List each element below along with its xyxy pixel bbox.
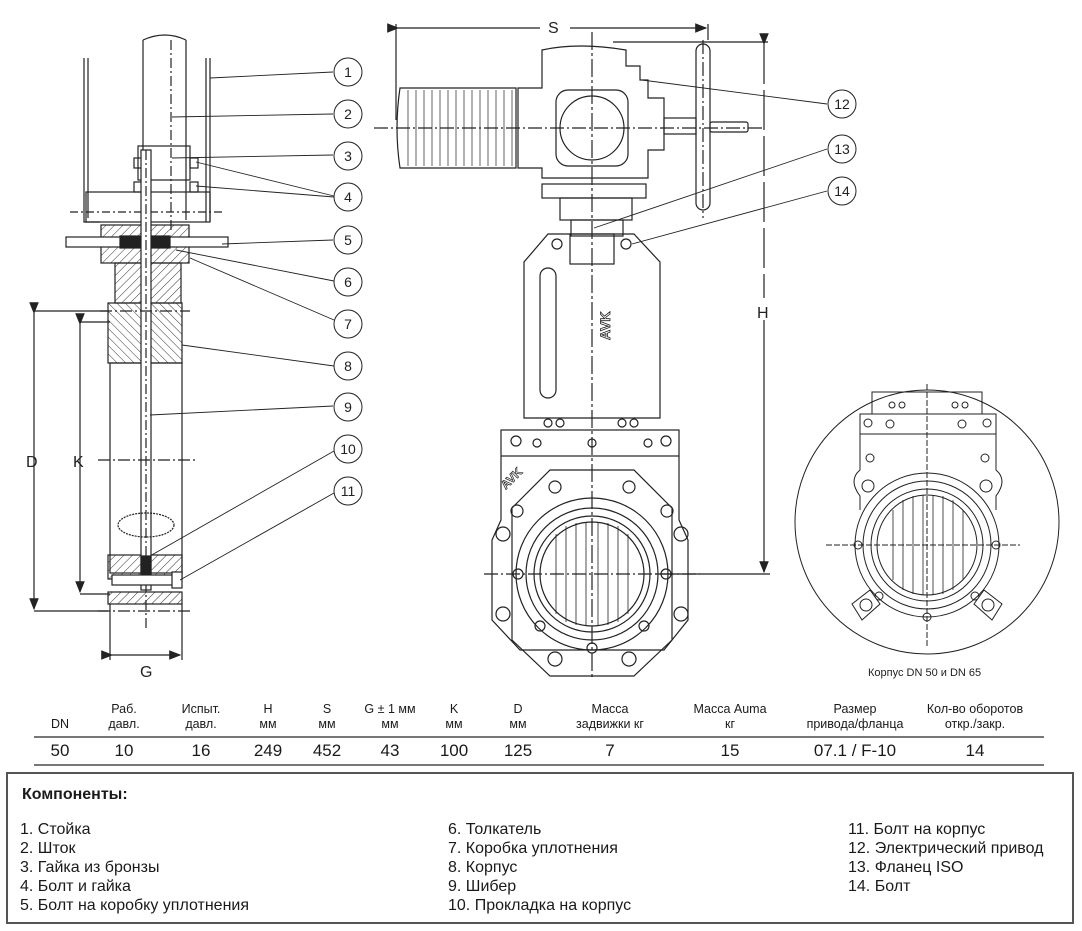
cell-g: 43 [380, 741, 400, 760]
cell-test-pressure: 16 [191, 741, 211, 760]
list-item: 4. Болт и гайка [20, 878, 131, 895]
components-column-1: 1. Стойка 2. Шток 3. Гайка из бронзы 4. … [20, 820, 249, 915]
cell-valve-mass: 7 [605, 741, 615, 760]
table-row: 50 10 16 249 452 43 100 125 7 15 07.1 / … [34, 736, 1044, 766]
dim-label-k: K [73, 454, 84, 471]
list-item: 1. Стойка [20, 821, 91, 838]
cell-h: 249 [253, 741, 283, 760]
list-item: 5. Болт на коробку уплотнения [20, 897, 250, 914]
cell-work-pressure: 10 [114, 741, 134, 760]
detail-view-dn50-dn65 [794, 384, 1060, 655]
callout-leaders-right [593, 79, 828, 245]
cell-dn: 50 [50, 741, 70, 760]
svg-text:10: 10 [340, 441, 356, 457]
callout-11: 11 [333, 476, 363, 506]
header-dn: DN [50, 717, 70, 731]
svg-text:4: 4 [344, 189, 352, 205]
svg-text:3: 3 [344, 148, 352, 164]
svg-text:2: 2 [344, 106, 352, 122]
list-item: 7. Коробка уплотнения [448, 840, 618, 857]
callout-10: 10 [333, 434, 363, 464]
svg-text:12: 12 [834, 96, 850, 112]
front-view [374, 23, 770, 680]
svg-text:14: 14 [834, 183, 850, 199]
cell-auma-mass: 15 [720, 741, 740, 760]
list-item: 14. Болт [848, 878, 911, 895]
list-item: 3. Гайка из бронзы [20, 859, 160, 876]
callout-13: 13 [827, 134, 857, 164]
header-work-pressure: Раб.давл. [108, 702, 140, 731]
dim-label-h: H [757, 305, 769, 322]
svg-text:9: 9 [344, 399, 352, 415]
components-title: Компоненты: [22, 786, 128, 803]
callout-5: 5 [333, 225, 363, 255]
callout-1: 1 [333, 57, 363, 87]
svg-text:11: 11 [341, 483, 356, 499]
dim-label-d: D [26, 454, 38, 471]
list-item: 11. Болт на корпус [848, 821, 986, 838]
valve-technical-drawing: D K G [26, 20, 1060, 681]
dim-label-s: S [548, 20, 559, 37]
cell-d: 125 [503, 741, 533, 760]
callout-12: 12 [827, 89, 857, 119]
svg-text:7: 7 [344, 316, 352, 332]
svg-text:13: 13 [834, 141, 850, 157]
side-section-view [29, 34, 229, 660]
svg-text:8: 8 [344, 358, 352, 374]
detail-caption: Корпус DN 50 и DN 65 [868, 667, 982, 679]
cell-s: 452 [312, 741, 342, 760]
list-item: 10. Прокладка на корпус [448, 897, 632, 914]
list-item: 9. Шибер [448, 878, 517, 895]
avk-logo-bonnet: AVK [597, 311, 613, 340]
callout-7: 7 [333, 309, 363, 339]
callout-6: 6 [333, 267, 363, 297]
list-item: 8. Корпус [448, 859, 518, 876]
callout-14: 14 [827, 176, 857, 206]
list-item: 13. Фланец ISO [848, 859, 964, 876]
cell-k: 100 [439, 741, 469, 760]
list-item: 2. Шток [20, 840, 76, 857]
svg-text:1: 1 [344, 64, 352, 80]
callout-leaders-left [149, 71, 335, 581]
list-item: 6. Толкатель [448, 821, 542, 838]
callout-markers: 1 2 3 4 5 6 7 8 9 10 11 12 13 14 [333, 57, 857, 506]
components-box: Компоненты: 1. Стойка 2. Шток 3. Гайка и… [6, 772, 1074, 924]
cell-actuator-flange: 07.1 / F-10 [813, 741, 897, 760]
svg-text:6: 6 [344, 274, 352, 290]
components-column-2: 6. Толкатель 7. Коробка уплотнения 8. Ко… [448, 820, 631, 915]
callout-9: 9 [333, 392, 363, 422]
callout-4: 4 [333, 182, 363, 212]
callout-3: 3 [333, 141, 363, 171]
svg-text:5: 5 [344, 232, 352, 248]
callout-8: 8 [333, 351, 363, 381]
callout-2: 2 [333, 99, 363, 129]
header-test-pressure: Испыт.давл. [181, 702, 221, 731]
avk-logo-body: AVK [498, 465, 525, 492]
cell-turns: 14 [965, 741, 985, 760]
dim-label-g: G [140, 664, 152, 681]
list-item: 12. Электрический привод [848, 840, 1044, 857]
components-column-3: 11. Болт на корпус 12. Электрический при… [848, 820, 1044, 896]
